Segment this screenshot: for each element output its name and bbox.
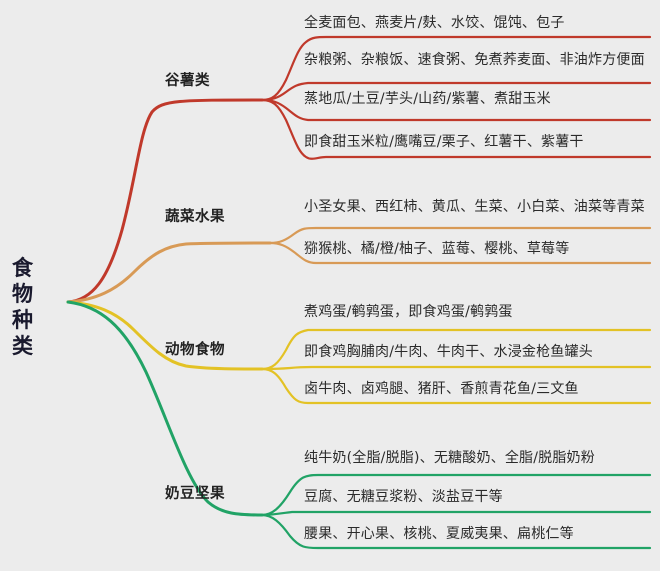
grains-leaf-4-line [260,98,652,160]
grains-leaf-1-line [260,35,652,102]
leaf-animal-1[interactable]: 煮鸡蛋/鹌鹑蛋，即食鸡蛋/鹌鹑蛋 [304,304,513,320]
branch-label-animal-foods[interactable]: 动物食物 [165,342,225,358]
leaf-grains-3[interactable]: 蒸地瓜/土豆/芋头/山药/紫薯、煮甜玉米 [304,91,551,107]
dairy-trunk [66,300,264,517]
leaf-grains-1[interactable]: 全麦面包、燕麦片/麸、水饺、馄饨、包子 [304,15,565,31]
dairy-leaf-1-line [260,473,652,517]
grains-trunk [66,98,264,304]
animal-leaf-2-line [260,365,652,371]
branch-label-vegetables-fruits[interactable]: 蔬菜水果 [165,209,225,225]
veg-leaf-1-line [268,226,652,245]
animal-trunk [66,300,264,371]
branch-label-grains[interactable]: 谷薯类 [165,73,210,89]
veg-trunk [66,241,272,304]
leaf-animal-3[interactable]: 卤牛肉、卤鸡腿、猪肝、香煎青花鱼/三文鱼 [304,381,579,397]
leaf-vegetables-2[interactable]: 猕猴桃、橘/橙/柚子、蓝莓、樱桃、草莓等 [304,241,570,257]
branch-grains [66,35,652,304]
root-label: 食物种类 [12,256,34,358]
branch-label-dairy-beans-nuts[interactable]: 奶豆坚果 [165,486,225,502]
animal-leaf-1-line [260,328,652,371]
dairy-leaf-2-line [260,510,652,517]
leaf-dairy-3[interactable]: 腰果、开心果、核桃、夏威夷果、扁桃仁等 [304,526,574,542]
animal-leaf-3-line [260,367,652,405]
dairy-leaf-3-line [260,513,652,550]
leaf-grains-4[interactable]: 即食甜玉米粒/鹰嘴豆/栗子、红薯干、紫薯干 [304,134,584,150]
leaf-grains-2[interactable]: 杂粮粥、杂粮饭、速食粥、免煮荞麦面、非油炸方便面 [304,52,645,68]
leaf-vegetables-1[interactable]: 小圣女果、西红柿、黄瓜、生菜、小白菜、油菜等青菜 [304,199,645,215]
leaf-dairy-2[interactable]: 豆腐、无糖豆浆粉、淡盐豆干等 [304,489,503,505]
leaf-animal-2[interactable]: 即食鸡胸脯肉/牛肉、牛肉干、水浸金枪鱼罐头 [304,344,593,360]
branch-dairy-beans-nuts [66,300,652,550]
branch-vegetables-fruits [66,226,652,304]
veg-leaf-2-line [268,241,652,265]
grains-leaf-2-line [260,81,652,102]
leaf-dairy-1[interactable]: 纯牛奶(全脂/脱脂)、无糖酸奶、全脂/脱脂奶粉 [304,450,595,466]
branch-animal-foods [66,300,652,405]
